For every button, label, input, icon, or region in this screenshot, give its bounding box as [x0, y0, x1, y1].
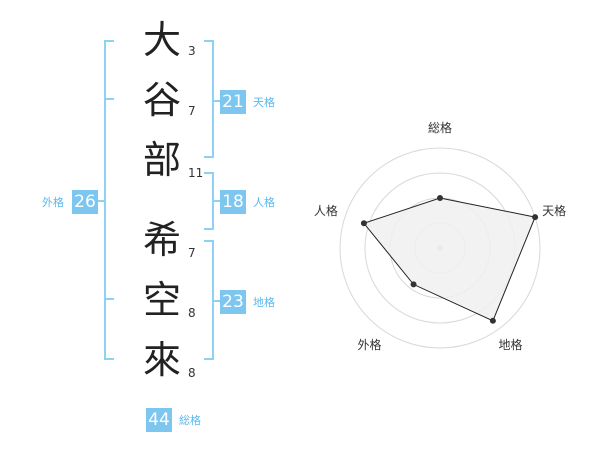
gaikaku-bracket — [104, 40, 106, 360]
soukaku-badge: 44 — [146, 408, 172, 432]
chikaku-label: 地格 — [253, 296, 275, 309]
gaikaku-bracket-connector — [98, 200, 104, 202]
tenkaku-badge: 21 — [220, 90, 246, 114]
stroke-count-3: 11 — [188, 166, 204, 180]
radar-point-5 — [360, 220, 367, 227]
chikaku-badge: 23 — [220, 290, 246, 314]
jinkaku-badge: 18 — [220, 190, 246, 214]
soukaku-label: 総格 — [179, 414, 201, 427]
gaikaku-bracket-tick — [104, 98, 114, 100]
name-char-4: 希 — [142, 218, 181, 262]
jinkaku-bracket-tick — [204, 172, 214, 174]
radar-point-3 — [489, 317, 496, 324]
radar-point-2 — [532, 214, 539, 221]
chikaku-bracket-tick — [204, 358, 214, 360]
radar-axis-label-4: 外格 — [357, 337, 381, 352]
stroke-count-4: 7 — [188, 246, 196, 260]
jinkaku-bracket-tick — [204, 228, 214, 230]
name-char-5: 空 — [142, 278, 181, 322]
name-char-2: 谷 — [142, 78, 181, 122]
tenkaku-bracket-connector — [212, 100, 220, 102]
stroke-count-6: 8 — [188, 366, 196, 380]
gaikaku-bracket-tick — [104, 358, 114, 360]
radar-axis-label-3: 地格 — [499, 337, 523, 352]
tenkaku-label: 天格 — [253, 96, 275, 109]
gaikaku-badge: 26 — [72, 190, 98, 214]
radar-axis-label-1: 総格 — [428, 120, 452, 135]
jinkaku-bracket-connector — [212, 200, 220, 202]
radar-axis-label-2: 天格 — [542, 203, 566, 218]
radar-axis-label-5: 人格 — [314, 203, 338, 218]
stroke-count-5: 8 — [188, 306, 196, 320]
chikaku-bracket-tick — [204, 240, 214, 242]
stroke-count-2: 7 — [188, 104, 196, 118]
jinkaku-label: 人格 — [253, 196, 275, 209]
tenkaku-bracket — [212, 40, 214, 158]
name-char-6: 來 — [142, 338, 181, 382]
radar-point-4 — [410, 281, 417, 288]
name-char-1: 大 — [142, 18, 181, 62]
tenkaku-bracket-tick — [204, 156, 214, 158]
gaikaku-label: 外格 — [42, 196, 64, 209]
chikaku-bracket-connector — [212, 300, 220, 302]
radar-ring — [339, 147, 541, 349]
radar-series-polygon — [363, 197, 536, 322]
stroke-count-1: 3 — [188, 44, 196, 58]
radar-point-1 — [437, 195, 443, 201]
tenkaku-bracket-tick — [204, 40, 214, 42]
gaikaku-bracket-tick — [104, 298, 114, 300]
name-char-3: 部 — [142, 138, 181, 182]
gaikaku-bracket-tick — [104, 40, 114, 42]
